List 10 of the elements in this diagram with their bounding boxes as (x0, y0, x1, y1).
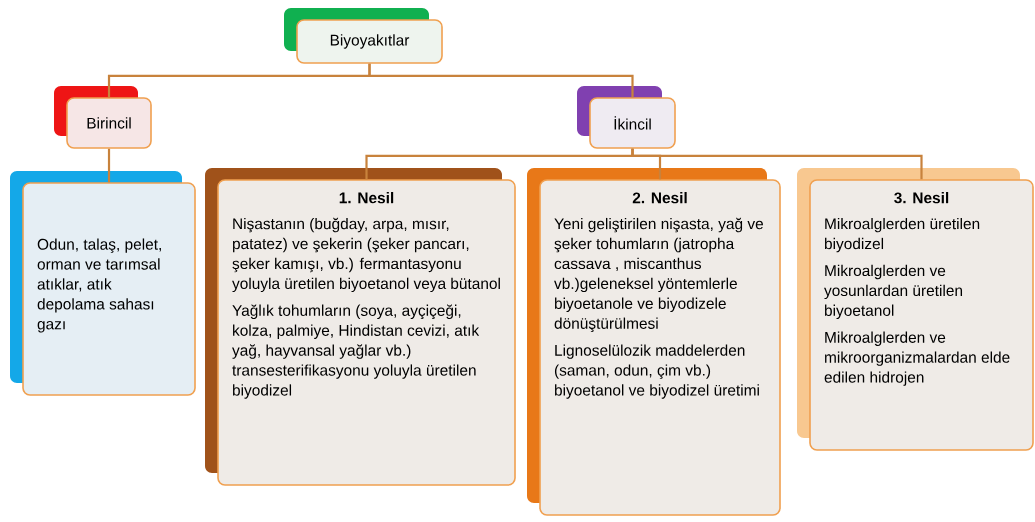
generation-card: 3. Nesil Mikroalglerden üretilen biyodizel Mikroalglerden ve yosunlardan üretilen biyoetanol Mikroalglerden ve mikroorganizmalardan elde edilen hidrojen (797, 168, 1034, 451)
connector-line (107, 148, 111, 183)
title-box: Biyoyakıtlar (284, 8, 443, 64)
generation-card: 1. Nesil Nişastanın (buğday, arpa, mısır, patatez) ve şekerin (şeker pancarı, şeker kamışı, vb.) fermantasyonu yoluyla üretilen biyoetanol veya bütanol Yağlık tohumların (soya, ayçiçeği, kolza, palmiye, Hindistan cevizi, atık yağ, hayvansal yağlar vb.) transesterifikasyonu yoluyla üretilen biyodizel (205, 168, 516, 486)
category-box: İkincil (577, 86, 676, 149)
generation-card: 2. Nesil Yeni geliştirilen nişasta, yağ ve şeker tohumların (jatropha cassava , miscanthus vb.)geleneksel yöntemlerle biyoetanole ve biyodizele dönüştürülmesi Lignoselülozik maddelerden (saman, odun, çim vb.) biyoetanol ve biyodizel üretimi (527, 168, 781, 516)
description-card: Odun, talaş, pelet, orman ve tarımsal atıklar, atık depolama sahası gazı (10, 171, 196, 396)
category-box: Birincil (54, 86, 152, 149)
connector-line (368, 63, 634, 98)
connector-line (631, 148, 923, 180)
